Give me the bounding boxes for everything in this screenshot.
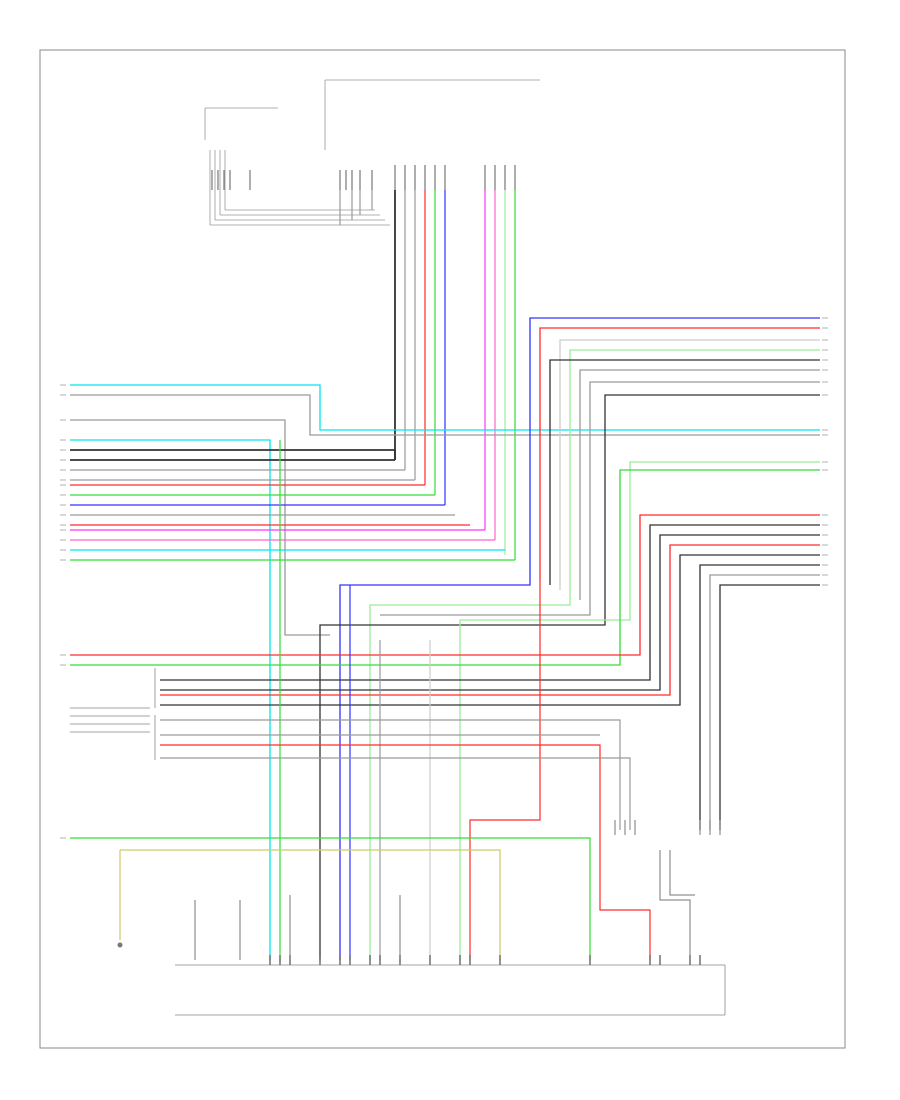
lower-horizontal-wires: [70, 719, 651, 960]
top-left-connector: [204, 107, 390, 226]
left-harness-wires: [70, 384, 820, 960]
bottom-module: [175, 964, 726, 1016]
right-lower-harness: [70, 514, 820, 830]
right-lower-connector: [614, 820, 721, 960]
right-terminal-ticks: [822, 317, 828, 586]
ground-components: [117, 895, 401, 960]
top-vertical-wires: [339, 190, 516, 560]
left-terminal-ticks: [60, 384, 66, 839]
right-middle-harness: [70, 461, 820, 960]
top-connector-pins: [211, 165, 516, 190]
diagram-frame: [39, 49, 846, 1049]
mid-vertical-wires: [279, 440, 541, 960]
right-upper-harness: [319, 317, 820, 960]
side-connector-brackets: [70, 668, 156, 760]
bottom-connector-pins: [269, 955, 701, 965]
top-center-connector: [324, 79, 540, 150]
